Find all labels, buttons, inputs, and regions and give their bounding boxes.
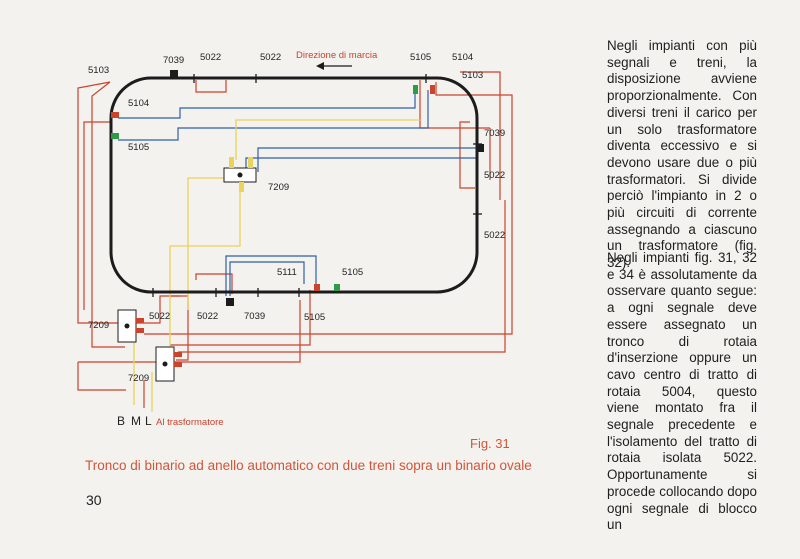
- yellow-wire: [187, 177, 224, 310]
- body-paragraph-2: Negli impianti fig. 31, 32 e 34 è assolu…: [607, 250, 757, 533]
- distributor-7209-lower-a: [117, 309, 144, 343]
- red-wire: [144, 82, 513, 335]
- uncoupler-7039-bottom: [226, 298, 234, 306]
- distributor-7209-center: [223, 157, 257, 192]
- direction-arrow: [316, 62, 352, 70]
- red-wire: [460, 71, 501, 200]
- red-wire: [78, 300, 301, 363]
- label-5022-right-a: 5022: [484, 170, 505, 181]
- red-wire: [459, 121, 475, 189]
- uncoupler-7039-top: [170, 70, 178, 78]
- page-number: 30: [86, 492, 102, 508]
- red-wire: [77, 81, 118, 324]
- label-5022-right-b: 5022: [484, 230, 505, 241]
- red-wire: [195, 273, 233, 294]
- distributor-7209-lower-b: [155, 346, 182, 382]
- red-wire: [77, 362, 126, 391]
- blue-wire: [118, 90, 416, 119]
- label-5105-bottom-a: 5105: [342, 267, 363, 278]
- oval-track: [109, 76, 479, 294]
- signal-5105-bottom-red: [314, 284, 320, 291]
- direction-label: Direzione di marcia: [296, 50, 378, 61]
- red-wires: [77, 71, 513, 408]
- signal-5104-left: [111, 112, 119, 118]
- label-5111: 5111: [277, 267, 297, 278]
- figure-caption: Tronco di binario ad anello automatico c…: [85, 458, 532, 473]
- blue-wire: [225, 255, 317, 296]
- transformer-label: Al trasformatore: [156, 417, 224, 428]
- label-5104-left: 5104: [128, 98, 149, 109]
- label-7039-right: 7039: [484, 128, 505, 139]
- yellow-wires: [133, 119, 420, 412]
- signal-5105-bottom-green: [334, 284, 340, 291]
- red-wire: [170, 290, 311, 346]
- blue-wire: [245, 157, 478, 182]
- terminal-l: L: [145, 414, 152, 428]
- blue-wires: [118, 90, 478, 296]
- label-5022-bottom-a: 5022: [149, 311, 170, 322]
- label-7209-lower-b: 7209: [128, 373, 149, 384]
- red-wire: [195, 80, 227, 93]
- label-5022-top-b: 5022: [260, 52, 281, 63]
- blue-wire: [229, 261, 305, 296]
- red-wire: [178, 200, 506, 353]
- label-5022-top-a: 5022: [200, 52, 221, 63]
- label-7209-center: 7209: [268, 182, 289, 193]
- label-5103-right: 5103: [462, 70, 483, 81]
- signal-5104-top: [430, 85, 435, 94]
- label-7209-lower-a: 7209: [88, 320, 109, 331]
- label-5105-bottom-b: 5105: [304, 312, 325, 323]
- track-accessories: [111, 70, 484, 306]
- red-wire: [91, 81, 125, 348]
- blue-wire: [257, 147, 478, 172]
- signal-5105-left-green: [111, 133, 119, 139]
- terminal-m: M: [131, 414, 141, 428]
- yellow-wire: [169, 190, 241, 355]
- track-joints: [152, 74, 482, 297]
- yellow-wire: [235, 119, 420, 160]
- body-paragraph-1: Negli impianti con più segnali e treni, …: [607, 38, 757, 271]
- label-7039-bottom: 7039: [244, 311, 265, 322]
- figure-number: Fig. 31: [470, 436, 510, 451]
- terminal-b: B: [117, 414, 125, 428]
- uncoupler-7039-right: [476, 144, 484, 152]
- label-7039-top: 7039: [163, 55, 184, 66]
- label-5103-left: 5103: [88, 65, 109, 76]
- red-wire: [83, 121, 112, 310]
- label-5022-bottom-b: 5022: [197, 311, 218, 322]
- label-5105-top: 5105: [410, 52, 431, 63]
- red-wire: [170, 295, 189, 361]
- signal-5105-top-green: [413, 85, 418, 94]
- label-5105-left: 5105: [128, 142, 149, 153]
- label-5104-top: 5104: [452, 52, 473, 63]
- blue-wire: [118, 90, 429, 141]
